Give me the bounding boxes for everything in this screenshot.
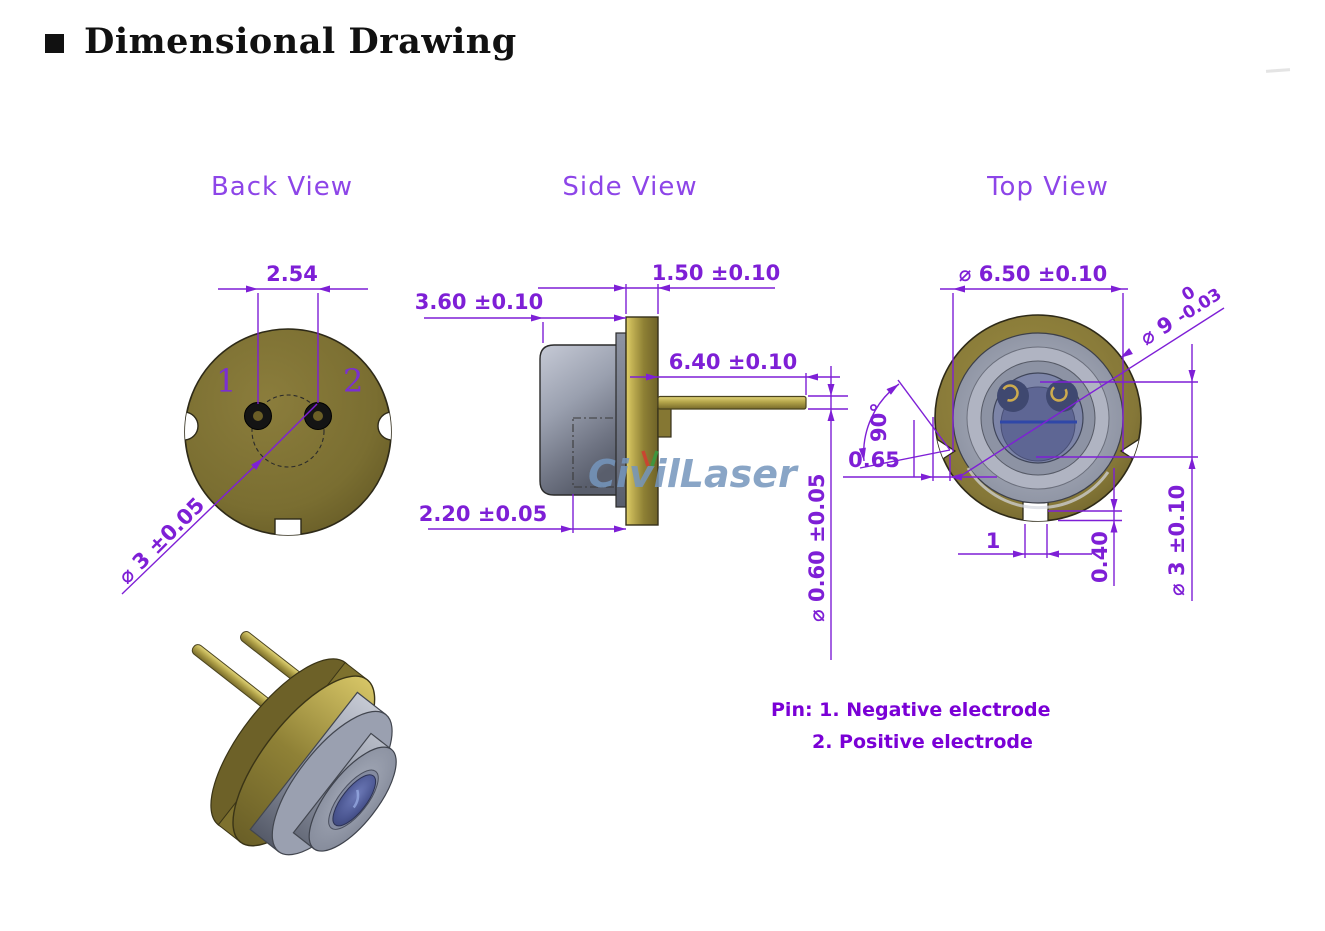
dim-pin-length-label: 6.40 ±0.10 [669,350,798,374]
pin-note-line2: 2. Positive electrode [812,731,1033,753]
side-pin [657,395,807,410]
side-dim-cap-height: 3.60 ±0.10 [415,290,626,343]
dim-notch-angle-label: 90° [867,402,891,442]
pin2-number: 2 [343,362,363,400]
dim-cap-step-label: 2.20 ±0.05 [419,502,548,526]
pin-circle-dashed [251,394,325,468]
side-flange-step [657,406,672,438]
side-dim-cap-step: 2.20 ±0.05 [419,494,626,533]
side-view-drawing [539,316,807,526]
dim-pin-dia-label: ⌀ 0.60 ±0.05 [805,474,829,623]
side-view-title: Side View [562,172,698,202]
top-dim-window-dia: ⌀ 3 ±0.10 [1036,344,1198,601]
top-dim-bottom-notch-depth: 0.40 [1048,468,1122,586]
dim-notch-depth-label: 0.65 [848,448,900,472]
side-cap-body [539,344,623,496]
watermark: CivilLaser [588,450,799,496]
page-title: Dimensional Drawing [84,21,517,62]
dim-bottom-notch-width-label: 1 [986,529,1001,553]
dim-flange-thickness-label: 1.50 ±0.10 [652,261,781,285]
top-view-drawing [934,314,1142,522]
top-dim-bottom-notch-width: 1 [958,524,1092,558]
watermark-text: CivilLaser [588,452,799,496]
top-bond-wire-right [1050,384,1068,402]
pin1-number: 1 [216,362,236,400]
dim-cap-height-label: 3.60 ±0.10 [415,290,544,314]
side-dim-pin-dia: ⌀ 0.60 ±0.05 [805,366,848,660]
top-cap-highlight [966,467,1110,510]
top-dim-notch-angle: 90° [858,379,951,477]
top-bond-wire-left [1001,384,1019,402]
pin1-core [253,411,263,421]
side-dim-pin-length: 6.40 ±0.10 [630,350,840,395]
back-dim-pin-spacing: 2.54 [218,262,368,404]
watermark-red-accent [641,450,650,467]
pin-note-line1: Pin: 1. Negative electrode [771,699,1051,721]
top-dim-notch-depth: 0.65 [843,417,997,481]
top-view-title: Top View [987,172,1109,202]
pin2-core [313,411,323,421]
dim-pin-spacing-label: 2.54 [266,262,318,286]
iso-lens-highlight [352,789,360,809]
back-left-notch [185,411,199,441]
isometric-view-drawing [191,631,397,856]
dim-bottom-notch-depth-label: 0.40 [1088,531,1112,583]
watermark-green-accent [650,450,659,467]
dim-flange-dia-main: ⌀ 9 [1136,311,1178,350]
dim-pin-circle-label: ⌀ 3 ±0.05 [114,493,210,589]
back-right-notch [377,411,391,441]
back-bottom-notch [274,518,302,535]
iso-lens [332,774,377,827]
section-bullet-icon [45,34,64,53]
dim-window-dia-label: ⌀ 3 ±0.10 [1165,485,1189,596]
side-dim-flange-thickness: 1.50 ±0.10 [538,261,780,314]
dim-cap-dia-label: ⌀ 6.50 ±0.10 [959,262,1108,286]
back-view-title: Back View [210,172,354,202]
